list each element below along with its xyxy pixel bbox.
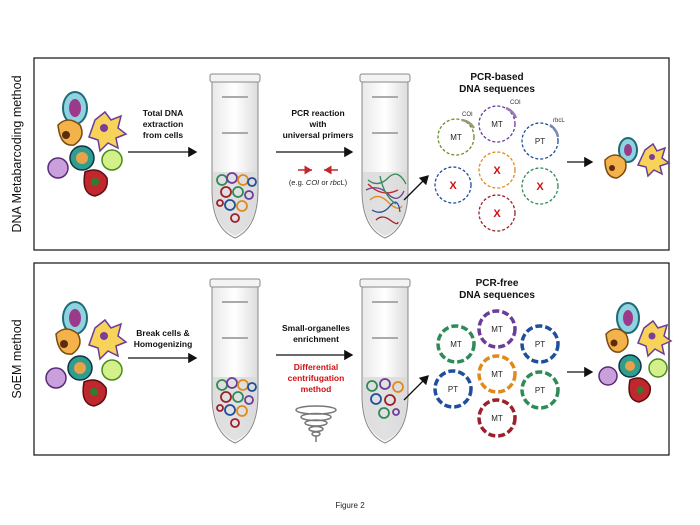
x-mark-2: X	[493, 165, 501, 177]
gene-label-2: COI	[510, 100, 521, 106]
tube-1	[209, 73, 261, 239]
panel1-side-label: DNA Metabarcoding method	[10, 75, 24, 232]
p2-step2-line1: Small-organelles	[282, 323, 350, 333]
gene-label-3: rbcL	[553, 118, 565, 124]
p2-circle-pt-3	[520, 370, 560, 410]
cell-cluster-3	[45, 301, 128, 407]
p2-circle-pt-1	[520, 324, 560, 364]
p1-circle-label-2: MT	[491, 120, 503, 129]
p2-circle-mt-4	[477, 398, 517, 438]
p1-result-title-2: DNA sequences	[459, 84, 535, 95]
centrifuge-vortex-icon	[295, 405, 337, 442]
p2-step1-line1: Break cells &	[136, 328, 189, 338]
cell-cluster-4	[598, 302, 673, 403]
p2-circle-label-1: MT	[450, 340, 462, 349]
figure-caption: Figure 2	[335, 501, 365, 510]
panel2-side-label: SoEM method	[10, 319, 24, 398]
gene-label-1: COI	[462, 112, 473, 118]
p1-circle-mt-2	[478, 105, 516, 143]
tube-3	[209, 278, 261, 444]
p1-circle-pt	[521, 122, 559, 160]
p1-step2-line1: PCR reaction	[291, 108, 344, 118]
p1-circle-x-1	[434, 166, 472, 204]
cell-cluster-2	[604, 137, 671, 179]
p2-circle-mt-2	[477, 309, 517, 349]
p1-circle-x-2	[478, 151, 516, 189]
p1-step1-line1: Total DNA	[143, 108, 183, 118]
p2-circle-label-4: PT	[448, 385, 458, 394]
p1-step2-line2: with	[309, 119, 327, 129]
p1-circle-label-1: MT	[450, 133, 462, 142]
panel-metabarcoding	[33, 57, 670, 251]
p2-step2-line2: enrichment	[293, 334, 339, 344]
x-mark-3: X	[536, 181, 544, 193]
method-line3: method	[301, 384, 332, 394]
p2-circle-label-5: MT	[491, 370, 503, 379]
p2-step1-line2: Homogenizing	[134, 339, 193, 349]
p1-arrow-3	[403, 175, 429, 201]
method-line2: centrifugation	[288, 373, 345, 383]
p2-result-title-2: DNA sequences	[459, 290, 535, 301]
p2-circle-mt-1	[436, 324, 476, 364]
p2-circle-label-2: MT	[491, 325, 503, 334]
p2-circle-mt-3	[477, 354, 517, 394]
p2-arrow-3	[403, 375, 429, 401]
primer-note: (e.g. COI or rbcL)	[289, 178, 348, 187]
p1-circle-x-3	[521, 167, 559, 205]
tube-2	[359, 73, 411, 239]
p2-result-title-1: PCR-free	[476, 278, 519, 289]
method-line1: Differential	[294, 362, 338, 372]
p1-circle-label-3: PT	[535, 137, 545, 146]
p1-circle-mt-1	[437, 118, 475, 156]
p2-circle-pt-2	[433, 369, 473, 409]
p2-circle-label-7: MT	[491, 414, 503, 423]
x-mark-4: X	[493, 208, 501, 220]
cell-cluster-1	[47, 91, 128, 197]
tube-4	[359, 278, 411, 444]
p2-circle-label-3: PT	[535, 340, 545, 349]
p1-step2-line3: universal primers	[283, 130, 354, 140]
x-mark-1: X	[449, 180, 457, 192]
p1-step1-line3: from cells	[143, 130, 183, 140]
panel-soem	[33, 262, 670, 456]
p1-circle-x-4	[478, 194, 516, 232]
p1-result-title-1: PCR-based	[470, 72, 523, 83]
p1-step1-line2: extraction	[143, 119, 184, 129]
p2-circle-label-6: PT	[535, 386, 545, 395]
